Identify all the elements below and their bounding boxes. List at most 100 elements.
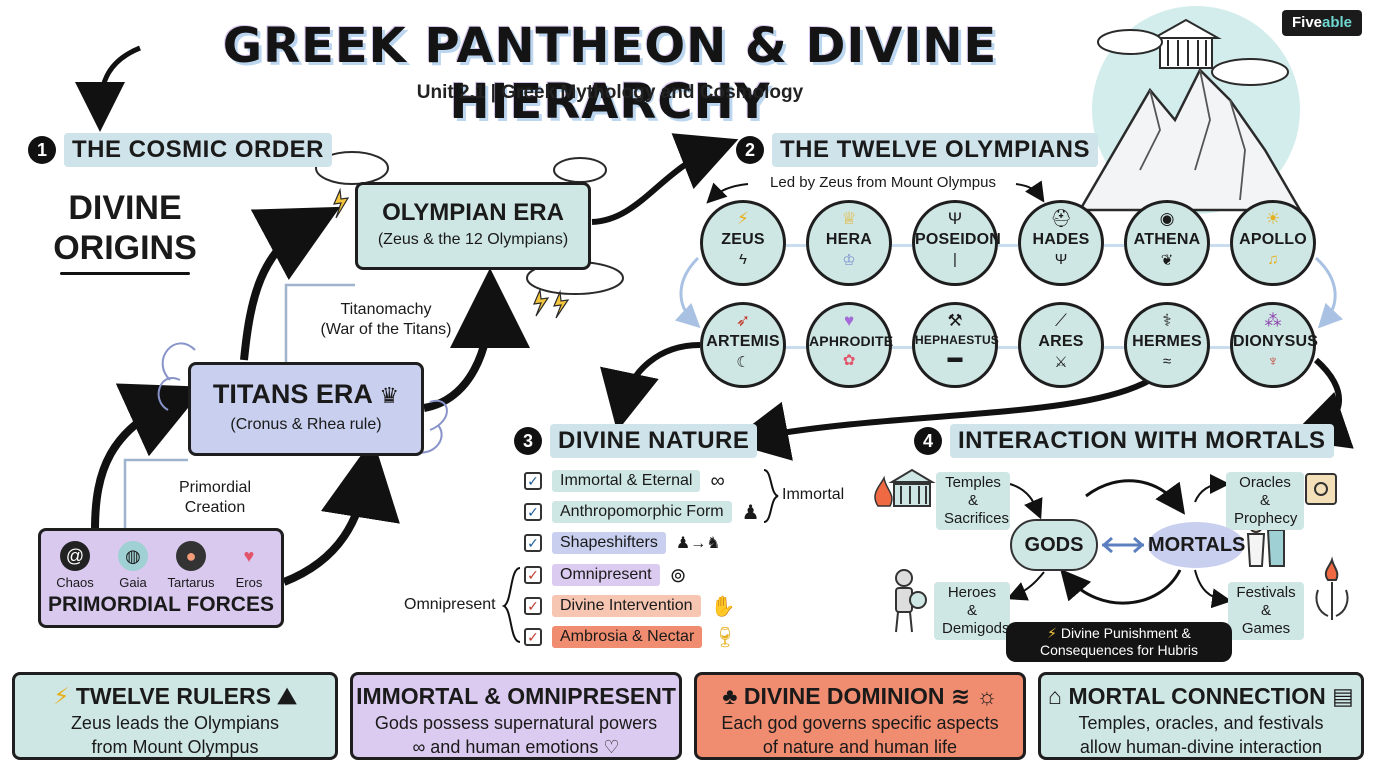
god-name: HEPHAESTUS — [915, 333, 1000, 347]
primordial-item-name: Gaia — [119, 575, 147, 590]
primordial-creation-line-2: Creation — [184, 499, 246, 516]
trait-ambrosia: ✓ Ambrosia & Nectar 🍷︎ — [524, 624, 738, 650]
primordial-item-gaia: ◍ Gaia — [105, 541, 161, 590]
god-aphrodite: ♥ APHRODITE ✿ — [806, 302, 893, 388]
trait-omnipresent: ✓ Omnipresent ⊚ — [524, 562, 686, 588]
section-1-number: 1 — [28, 136, 56, 164]
trait-divine-intervention: ✓ Divine Intervention ✋ — [524, 593, 735, 619]
wine-icon: ♆ — [1267, 353, 1279, 370]
wings-icon: ≈ — [1162, 353, 1172, 370]
winged-heart-icon: ♥ — [243, 546, 255, 566]
grapes-icon: ⁂ — [1264, 311, 1282, 330]
section-4-heading: 4 INTERACTION WITH MORTALS — [914, 424, 1334, 458]
god-hera: ♕ HERA ♔ — [806, 200, 892, 286]
section-4-number: 4 — [914, 427, 942, 455]
checkbox-checked: ✓ — [524, 534, 542, 552]
god-name: ZEUS — [721, 231, 765, 248]
checkbox-checked: ✓ — [524, 503, 542, 521]
sun-icon: ☀ — [1265, 209, 1281, 228]
god-name: ARES — [1038, 333, 1084, 350]
section-3-heading: 3 DIVINE NATURE — [514, 424, 758, 458]
abyss-icon: ● — [176, 541, 206, 571]
god-name: DIONYSUS — [1233, 333, 1319, 350]
section-2-number: 2 — [736, 136, 764, 164]
god-name: ARTEMIS — [706, 333, 780, 350]
divine-origins-label: DIVINE ORIGINS — [50, 188, 200, 275]
trait-immortal: ✓ Immortal & Eternal ∞ — [524, 468, 725, 494]
lyre-icon: ♫ — [1267, 251, 1279, 268]
brand-part-1: Five — [1291, 14, 1322, 31]
god-zeus: ⚡ ZEUS ϟ — [700, 200, 786, 286]
brace-label-omnipresent: Omnipresent — [404, 596, 496, 613]
god-dionysus: ⁂ DIONYSUS ♆ — [1230, 302, 1319, 388]
temple-icon: ⌂ — [1048, 683, 1063, 709]
god-name: HERMES — [1132, 333, 1202, 350]
rose-icon: ✿ — [842, 352, 856, 369]
venn-icon: ⊚ — [669, 564, 687, 587]
god-name: APOLLO — [1239, 231, 1307, 248]
brand-part-2: able — [1322, 14, 1353, 31]
mountain-icon: ⛰ — [277, 683, 297, 709]
page-subtitle: Unit 2.1 | Greek Mythology and Cosmology — [416, 82, 804, 103]
primordial-item-name: Tartarus — [167, 575, 215, 590]
card-title-text: TWELVE RULERS — [75, 683, 271, 709]
primordial-item-chaos: @ Chaos — [47, 541, 103, 590]
section-3-number: 3 — [514, 427, 542, 455]
bow-icon: ➶ — [735, 311, 751, 330]
primordial-forces-box: @ Chaos ◍ Gaia ● Tartarus ♥ Eros PRIMORD… — [38, 528, 284, 628]
infinity-icon: ∞ — [412, 737, 426, 757]
scroll-icon — [1305, 473, 1337, 505]
card-desc-row: ∞ and human emotions ♡ — [353, 736, 679, 758]
hammer-icon: ⚒ — [947, 311, 963, 330]
god-name: HERA — [825, 231, 873, 248]
card-title: ♣ DIVINE DOMINION ≋ ☼ — [697, 683, 1023, 710]
card-title: IMMORTAL & OMNIPRESENT — [356, 683, 676, 709]
card-desc-line-1: Temples, oracles, and festivals — [1078, 713, 1324, 733]
god-name: POSEIDON — [915, 231, 1002, 248]
primordial-item-name: Eros — [235, 575, 263, 590]
oracles-prophecy-label: Oracles & Prophecy — [1226, 472, 1304, 530]
heart-icon: ♡ — [603, 737, 620, 757]
crown-icon: ♕ — [841, 209, 857, 228]
brand-logo: Fiveable — [1282, 10, 1362, 36]
infinity-icon: ∞ — [710, 469, 725, 492]
divine-origins-line-1: DIVINE — [68, 189, 182, 227]
mount-olympus-icon — [1077, 6, 1303, 214]
card-desc-line-2: allow human-divine interaction — [1079, 737, 1323, 757]
anvil-icon: ▬ — [947, 349, 963, 366]
brace-label-immortal: Immortal — [782, 486, 845, 503]
god-artemis: ➶ ARTEMIS ☾ — [700, 302, 786, 388]
trait-label: Divine Intervention — [552, 595, 701, 617]
card-desc-line-2: of nature and human life — [762, 737, 958, 757]
spiral-icon: @ — [60, 541, 90, 571]
god-athena: ◉ ATHENA ❦ — [1124, 200, 1210, 286]
card-twelve-rulers: ⚡ TWELVE RULERS ⛰ Zeus leads the Olympia… — [12, 672, 338, 760]
owl-icon: ◉ — [1159, 209, 1175, 228]
card-title-text: DIVINE DOMINION — [743, 683, 945, 709]
checkbox-checked: ✓ — [524, 472, 542, 490]
page-title: GREEK PANTHEON & DIVINE HIERARCHY — [222, 18, 998, 130]
globe-icon: ◍ — [118, 541, 148, 571]
titans-era-subtitle: (Cronus & Rhea rule) — [230, 416, 382, 433]
checkbox-checked: ✓ — [524, 597, 542, 615]
waves-sun-icon: ≋ ☼ — [950, 683, 998, 709]
goblet-icon: 🍷︎ — [712, 626, 738, 649]
titans-era-title-text: TITANS ERA — [212, 379, 372, 409]
section-2-title: THE TWELVE OLYMPIANS — [772, 133, 1099, 167]
god-hermes: ⚕ HERMES ≈ — [1124, 302, 1210, 388]
card-title: ⌂ MORTAL CONNECTION ▤ — [1041, 683, 1361, 710]
shapeshift-icon: ♟→♞ — [675, 535, 721, 552]
trait-label: Immortal & Eternal — [552, 470, 701, 492]
titanomachy-note: Titanomachy (War of the Titans) — [296, 300, 476, 340]
lightning-icon: ⚡ — [1047, 625, 1057, 641]
god-hephaestus: ⚒ HEPHAESTUS ▬ — [912, 302, 1000, 388]
god-name: ATHENA — [1133, 231, 1201, 248]
card-desc-line-1: Gods possess supernatural powers — [374, 713, 658, 733]
bident-icon: Ψ — [1054, 251, 1068, 268]
moon-icon: ☾ — [736, 354, 750, 371]
hand-icon: ✋ — [710, 595, 736, 618]
heart-icon: ♥ — [843, 311, 855, 330]
god-name: HADES — [1032, 231, 1090, 248]
section-3-title: DIVINE NATURE — [550, 424, 758, 458]
